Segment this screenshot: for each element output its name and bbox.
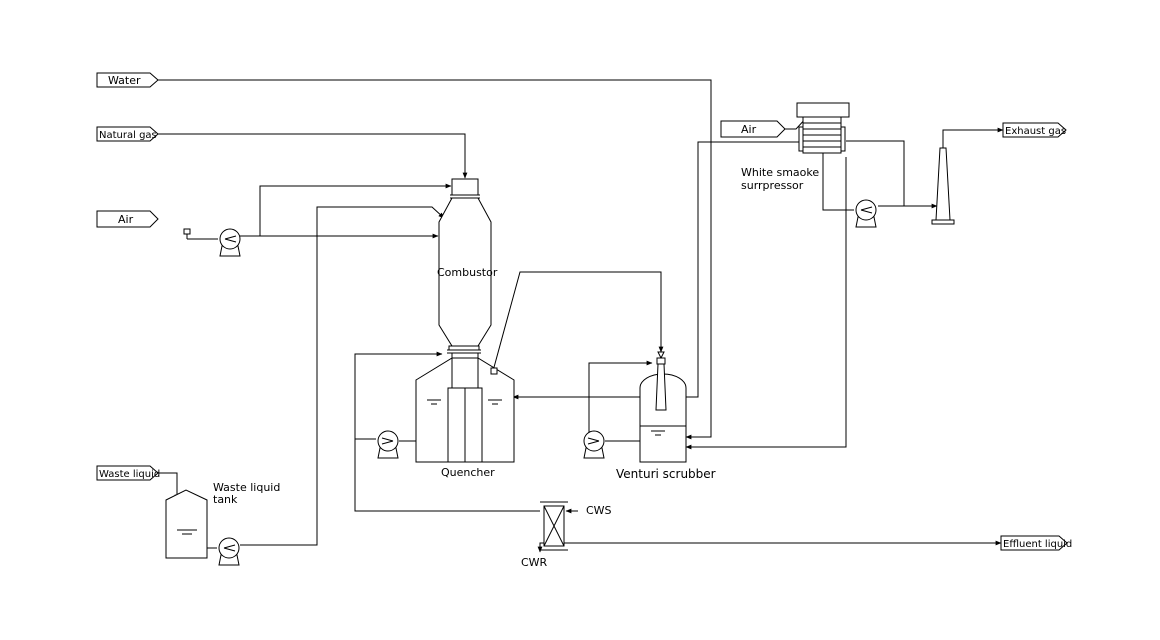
cws-label: CWS xyxy=(586,504,612,517)
stream-tag-effluent-liquid-label: Effluent liquid xyxy=(1003,539,1072,550)
quencher: Quencher xyxy=(415,357,515,479)
waste-liquid-tank-label-2: tank xyxy=(213,493,238,506)
stream-tag-air-combustor-label: Air xyxy=(118,213,134,226)
stream-tag-natural-gas-label: Natural gas xyxy=(99,130,157,141)
waste-liquid-pump xyxy=(218,537,240,566)
process-lines xyxy=(158,79,1004,553)
venturi-scrubber: Venturi scrubber xyxy=(616,351,716,481)
venturi-pump xyxy=(583,430,605,459)
stream-tag-water: Water xyxy=(96,72,159,88)
stream-tag-air-suppressor-label: Air xyxy=(741,123,757,136)
exhaust-stack xyxy=(931,147,955,225)
quencher-pump xyxy=(377,430,399,459)
air-blower xyxy=(219,228,241,257)
combustor-label: Combustor xyxy=(437,266,498,279)
exhaust-fan xyxy=(855,199,877,228)
stream-tag-waste-liquid-label: Waste liquid xyxy=(99,469,160,480)
stream-tag-air-combustor: Air xyxy=(96,210,159,228)
stream-tag-waste-liquid: Waste liquid xyxy=(96,465,160,481)
combustor: Combustor xyxy=(437,178,498,396)
stream-tag-exhaust-gas-label: Exhaust gas xyxy=(1005,126,1066,137)
stream-tag-air-suppressor: Air xyxy=(720,120,786,138)
suppressor-label-2: surrpressor xyxy=(741,179,804,192)
waste-liquid-tank-label-1: Waste liquid xyxy=(213,481,280,494)
stream-tag-exhaust-gas: Exhaust gas xyxy=(1002,122,1067,138)
white-smoke-suppressor: White smaoke surrpressor xyxy=(741,102,850,192)
quencher-label: Quencher xyxy=(441,466,495,479)
waste-liquid-tank: Waste liquid tank xyxy=(165,481,280,559)
stream-tag-water-label: Water xyxy=(108,74,141,87)
stream-tag-natural-gas: Natural gas xyxy=(96,126,159,142)
stream-tag-effluent-liquid: Effluent liquid xyxy=(1000,535,1072,551)
suppressor-label-1: White smaoke xyxy=(741,166,819,179)
cwr-label: CWR xyxy=(521,556,548,569)
heat-exchanger: CWS CWR xyxy=(521,501,612,569)
venturi-scrubber-label: Venturi scrubber xyxy=(616,467,716,481)
